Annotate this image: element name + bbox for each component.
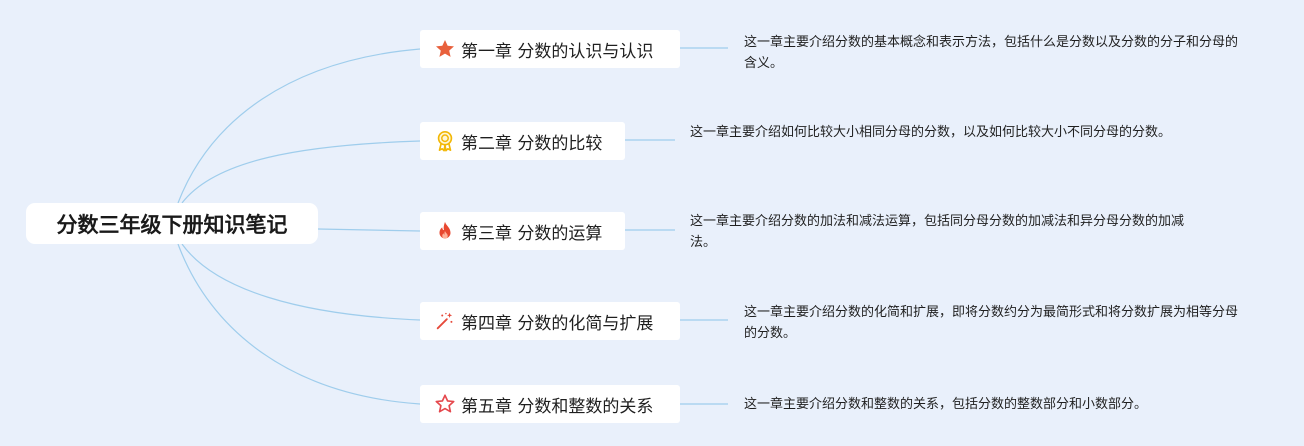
chapter-4-label: 第四章 分数的化简与扩展 [461, 313, 654, 334]
chapter-2-label: 第二章 分数的比较 [461, 133, 603, 154]
branch-connector-5 [177, 243, 421, 405]
chapter-2-node[interactable]: 第二章 分数的比较 [420, 122, 625, 160]
award-ribbon-icon [434, 130, 456, 152]
chapter-1-node[interactable]: 第一章 分数的认识与认识 [420, 30, 680, 68]
magic-wand-icon [434, 310, 456, 332]
branch-connector-1 [177, 48, 421, 204]
chapter-3-label: 第三章 分数的运算 [461, 223, 603, 244]
root-topic[interactable]: 分数三年级下册知识笔记 [26, 203, 318, 244]
branch-connector-4 [181, 243, 421, 321]
chapter-3-description: 这一章主要介绍分数的加法和减法运算，包括同分母分数的加减法和异分母分数的加减法。 [690, 214, 1185, 250]
chapter-4-description: 这一章主要介绍分数的化简和扩展，即将分数约分为最简形式和将分数扩展为相等分母的分… [744, 305, 1239, 341]
chapter-1-description: 这一章主要介绍分数的基本概念和表示方法，包括什么是分数以及分数的分子和分母的含义… [744, 35, 1239, 71]
star-filled-icon [434, 38, 456, 60]
chapter-5-node[interactable]: 第五章 分数和整数的关系 [420, 385, 680, 423]
chapter-4-node[interactable]: 第四章 分数的化简与扩展 [420, 302, 680, 340]
chapter-5-description: 这一章主要介绍分数和整数的关系，包括分数的整数部分和小数部分。 [744, 397, 1148, 412]
root-topic-label: 分数三年级下册知识笔记 [56, 212, 288, 237]
chapter-1-label: 第一章 分数的认识与认识 [461, 41, 654, 62]
branch-connector-2 [181, 140, 421, 204]
chapter-5-label: 第五章 分数和整数的关系 [461, 396, 654, 417]
star-outline-icon [434, 393, 456, 415]
fire-icon [434, 220, 456, 242]
chapter-2-description: 这一章主要介绍如何比较大小相同分母的分数，以及如何比较大小不同分母的分数。 [690, 125, 1172, 140]
chapter-3-node[interactable]: 第三章 分数的运算 [420, 212, 625, 250]
branch-connector-3 [317, 228, 421, 232]
